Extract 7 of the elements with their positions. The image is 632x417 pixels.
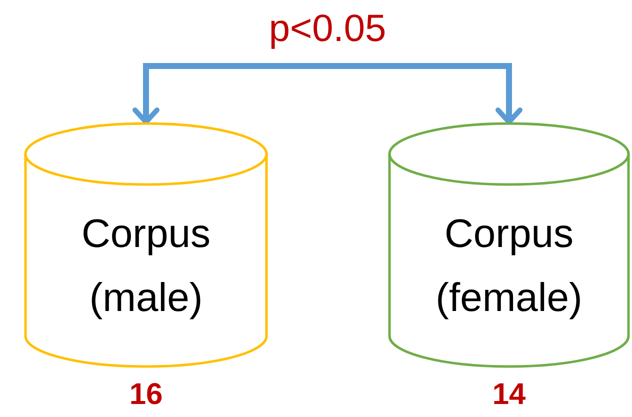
database-cylinder — [24, 122, 268, 368]
count-label: 16 — [129, 377, 163, 413]
database-cylinder — [388, 122, 630, 368]
bracket-arrow — [132, 63, 522, 124]
node-label: Corpus (female) — [434, 211, 584, 322]
node-label: Corpus (male) — [80, 211, 212, 322]
count-label: 14 — [492, 377, 526, 413]
